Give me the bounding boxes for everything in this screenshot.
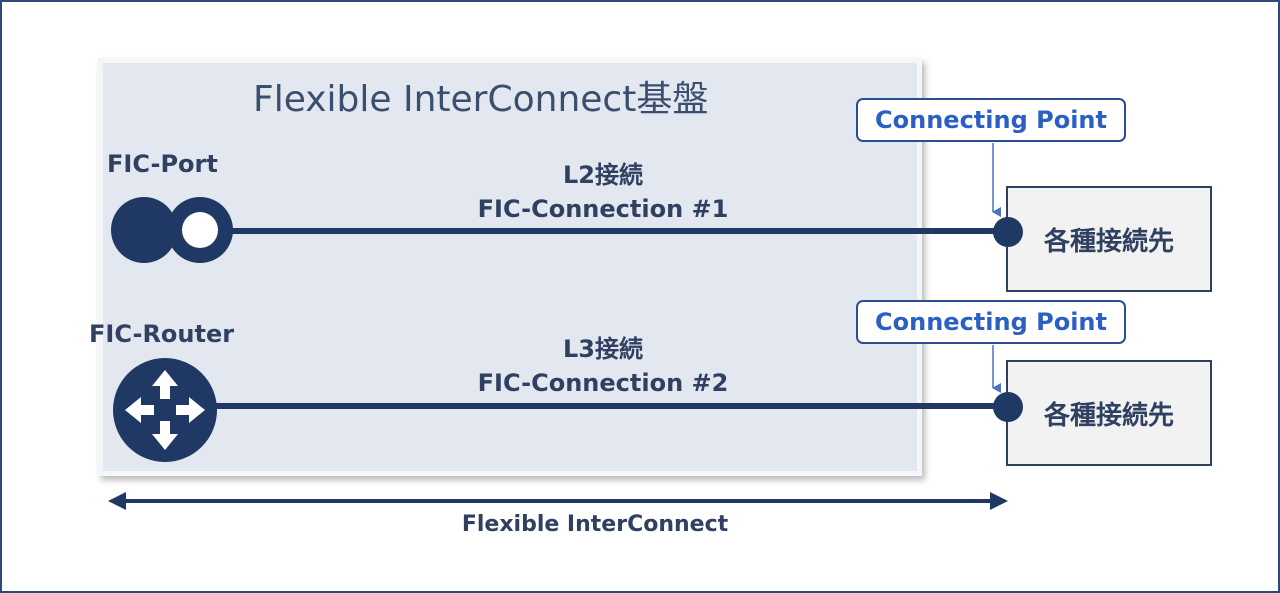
connection-1-type: L2接続	[563, 161, 643, 189]
fic-router-label: FIC-Router	[89, 320, 235, 348]
connecting-point-dot-2	[993, 392, 1023, 422]
connecting-point-box-2: Connecting Point	[856, 300, 1126, 344]
connection-2-name: FIC-Connection #2	[477, 369, 729, 397]
connecting-point-box-1: Connecting Point	[856, 98, 1126, 142]
platform-title: Flexible InterConnect基盤	[253, 79, 709, 120]
connection-2-label: L3接続 FIC-Connection #2	[453, 332, 753, 400]
connecting-point-dot-1	[993, 217, 1023, 247]
span-arrow	[108, 492, 1008, 510]
connection-1-label: L2接続 FIC-Connection #1	[453, 158, 753, 226]
fic-router-icon	[113, 358, 217, 462]
connection-1-name: FIC-Connection #1	[477, 195, 729, 223]
destination-box-2: 各種接続先	[1006, 360, 1212, 466]
destination-box-1: 各種接続先	[1006, 186, 1212, 292]
fic-port-icon	[111, 197, 233, 263]
flexible-interconnect-label: Flexible InterConnect	[461, 512, 729, 537]
fic-port-label: FIC-Port	[107, 150, 218, 178]
connection-2-type: L3接続	[563, 335, 643, 363]
